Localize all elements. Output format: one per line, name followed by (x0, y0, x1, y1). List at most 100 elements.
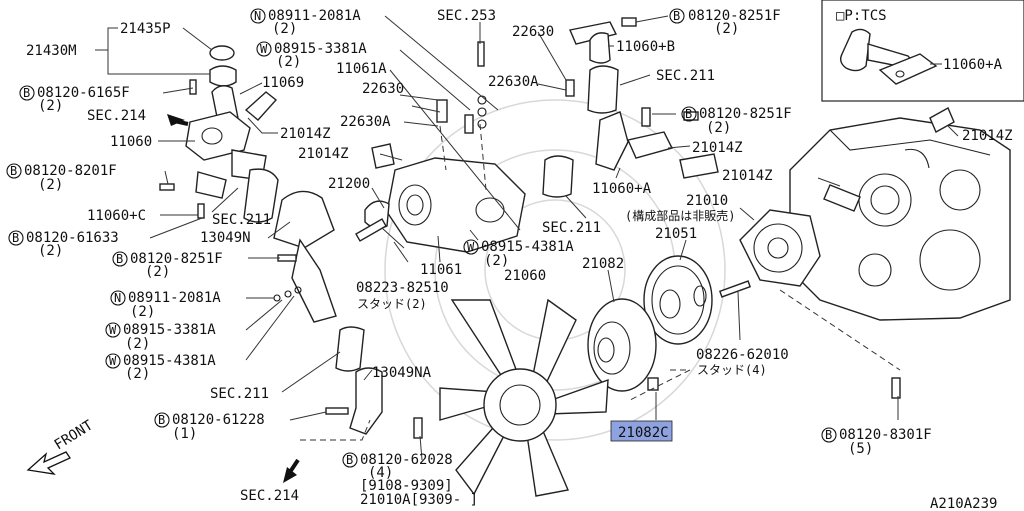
label-11069: 11069 (262, 75, 304, 91)
label-11060A: 11060+A (592, 181, 652, 197)
label-08226-62010: 08226-62010 (696, 347, 789, 363)
svg-text:B: B (685, 107, 692, 121)
prefix-w-4381A-b: W (463, 239, 479, 255)
label-08120-8251F-a-qty: (2) (145, 264, 170, 280)
water-pump (739, 209, 821, 287)
label-08915-4381A-b: 08915-4381A (481, 239, 574, 255)
svg-text:B: B (10, 164, 17, 178)
label-08120-61633: 08120-61633 (26, 230, 119, 246)
label-21014Z-d: 21014Z (722, 168, 773, 184)
label-11061: 11061 (420, 262, 462, 278)
svg-text:B: B (673, 9, 680, 23)
svg-text:B: B (825, 428, 832, 442)
water-pump-pulley (643, 255, 713, 345)
water-outlet-upper-right (542, 21, 719, 198)
svg-text:W: W (109, 323, 117, 337)
prefix-n-2081A-a: N (110, 290, 126, 306)
label-11060B: 11060+B (616, 39, 675, 55)
label-21200: 21200 (328, 176, 370, 192)
label-sec211-a: SEC.211 (212, 212, 271, 228)
label-front: FRONT (52, 417, 97, 453)
svg-text:B: B (12, 231, 19, 245)
label-08120-61228-qty: (1) (172, 426, 197, 442)
label-08915-4381A-a: 08915-4381A (123, 353, 216, 369)
label-08915-4381A-a-qty: (2) (125, 366, 150, 382)
label-sec211-c: SEC.211 (656, 68, 715, 84)
label-08120-8251F-a: 08120-8251F (130, 251, 223, 267)
label-08915-3381A-b-qty: (2) (276, 54, 301, 70)
label-21060: 21060 (504, 268, 546, 284)
diagram-id: A210A239 (930, 496, 997, 511)
leader-lines (95, 15, 959, 461)
svg-text:B: B (346, 453, 353, 467)
thermostat-housing-left (159, 45, 279, 223)
label-08120-62028: 08120-62028 (360, 452, 453, 468)
label-08120-8251F-c-qty: (2) (706, 120, 731, 136)
direction-arrows (26, 114, 300, 483)
label-sec214-b: SEC.214 (240, 488, 299, 504)
svg-text:B: B (116, 252, 123, 266)
svg-text:N: N (254, 9, 261, 23)
prefix-w-4381A-a: W (105, 353, 121, 369)
label-13049NA: 13049NA (372, 365, 432, 381)
prefix-b-6165F: B (19, 85, 35, 101)
label-21051: 21051 (655, 226, 697, 242)
label-21082: 21082 (582, 256, 624, 272)
label-08120-62028-qty: (4) (368, 465, 393, 481)
prefix-b-8251F-b: B (669, 8, 685, 24)
label-21010: 21010 (686, 193, 728, 209)
label-21430M: 21430M (26, 43, 77, 59)
svg-text:W: W (109, 354, 117, 368)
label-08915-3381A-b: 08915-3381A (274, 41, 367, 57)
label-21010-note: (構成部品は非販売) (625, 208, 735, 223)
label-22630A-a: 22630A (340, 114, 391, 130)
prefix-w-3381A-b: W (256, 41, 272, 57)
label-08120-61228: 08120-61228 (172, 412, 265, 428)
part-labels: 21430M 21435P 08120-6165F (2) SEC.214 11… (24, 8, 1013, 511)
inset-legend: □P:TCS (836, 8, 887, 24)
label-sec211-b: SEC.211 (210, 386, 269, 402)
label-08120-8301F: 08120-8301F (839, 427, 932, 443)
svg-text:B: B (23, 86, 30, 100)
prefix-b-62028: B (342, 452, 358, 468)
label-11060C: 11060+C (87, 208, 146, 224)
label-21014Z-b: 21014Z (298, 146, 349, 162)
label-08911-2081A-b-qty: (2) (272, 21, 297, 37)
prefix-b-61633: B (8, 230, 24, 246)
label-sec253: SEC.253 (437, 8, 496, 24)
prefix-n-2081A-b: N (250, 8, 266, 24)
label-11061A: 11061A (336, 61, 387, 77)
label-08223-82510: 08223-82510 (356, 280, 449, 296)
label-08911-2081A-a-qty: (2) (130, 304, 155, 320)
label-08226-62010-sub: スタッド(4) (697, 363, 767, 377)
prefix-b-61228: B (154, 412, 170, 428)
label-22630-a: 22630 (362, 81, 404, 97)
label-21082C: 21082C (618, 425, 669, 441)
front-arrow (26, 451, 71, 475)
label-21014Z-e: 21014Z (962, 128, 1013, 144)
label-08120-6165F: 08120-6165F (37, 85, 130, 101)
svg-text:W: W (260, 42, 268, 56)
svg-text:W: W (467, 240, 475, 254)
label-08915-3381A-a: 08915-3381A (123, 322, 216, 338)
prefix-b-8251F-a: B (112, 251, 128, 267)
prefix-markers: B B B B N W W B N W W B B B B (6, 8, 837, 468)
prefix-w-3381A-a: W (105, 322, 121, 338)
label-08911-2081A-a: 08911-2081A (128, 290, 221, 306)
water-inlet-center (273, 99, 526, 435)
label-08120-61633-qty: (2) (38, 243, 63, 259)
label-21435P: 21435P (120, 21, 171, 37)
label-11060: 11060 (110, 134, 152, 150)
label-08223-82510-sub: スタッド(2) (357, 297, 427, 311)
fan-coupling (587, 298, 657, 392)
label-sec214-a: SEC.214 (87, 108, 146, 124)
svg-text:B: B (158, 413, 165, 427)
label-08120-6165F-qty: (2) (38, 98, 63, 114)
label-13049N: 13049N (200, 230, 251, 246)
label-08915-3381A-a-qty: (2) (125, 336, 150, 352)
label-08120-8301F-qty: (5) (848, 441, 873, 457)
label-08120-8201F-qty: (2) (38, 177, 63, 193)
prefix-b-8201F: B (6, 163, 22, 179)
label-08120-8251F-b-qty: (2) (714, 21, 739, 37)
